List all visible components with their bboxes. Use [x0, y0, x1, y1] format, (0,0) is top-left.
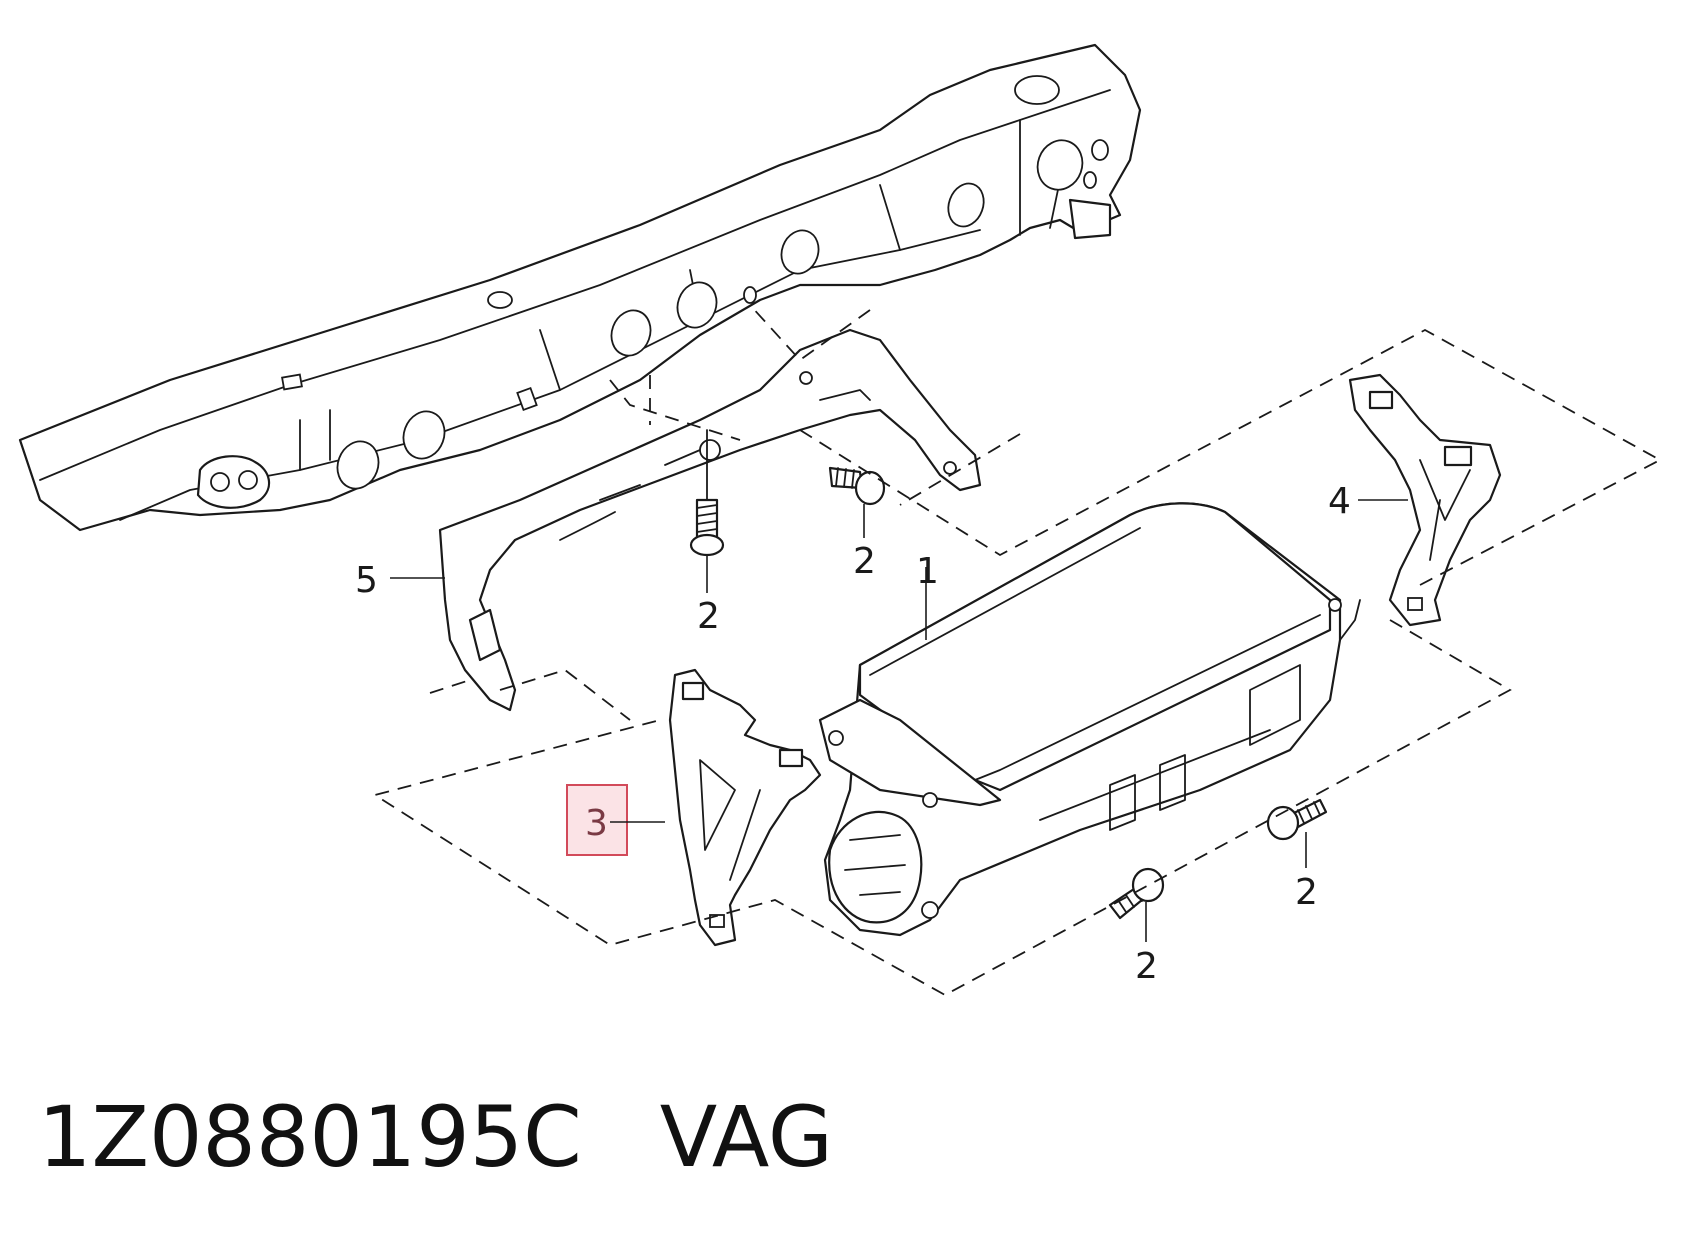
screw-upper-right [828, 466, 886, 506]
callout-screw-lower-right: 2 [1295, 872, 1318, 913]
cross-member-beam [18, 43, 1142, 532]
leader-lines [390, 499, 1408, 942]
bracket-4 [1348, 373, 1502, 627]
screw-lower-right [1266, 798, 1328, 841]
bracket-5 [438, 328, 982, 712]
callout-airbag-unit: 1 [916, 551, 939, 592]
part-number: 1Z0880195C [38, 1088, 582, 1186]
callout-bracket-5: 5 [355, 560, 378, 601]
callout-screw-center: 2 [697, 596, 720, 637]
assembly-dash-lines [372, 304, 1662, 997]
screw-lower-center [1108, 867, 1165, 920]
callout-bracket-4: 4 [1328, 481, 1351, 522]
screw-top-center [689, 429, 725, 557]
callout-screw-lower-center: 2 [1135, 946, 1158, 987]
callout-screw-upper-right: 2 [853, 541, 876, 582]
airbag-unit [818, 502, 1361, 937]
brand-label: VAG [659, 1088, 833, 1186]
bracket-3 [668, 668, 822, 947]
callout-3-highlight [566, 784, 628, 856]
callout-bracket-3: 3 [585, 803, 608, 844]
part-footer: 1Z0880195C VAG [38, 1088, 833, 1186]
